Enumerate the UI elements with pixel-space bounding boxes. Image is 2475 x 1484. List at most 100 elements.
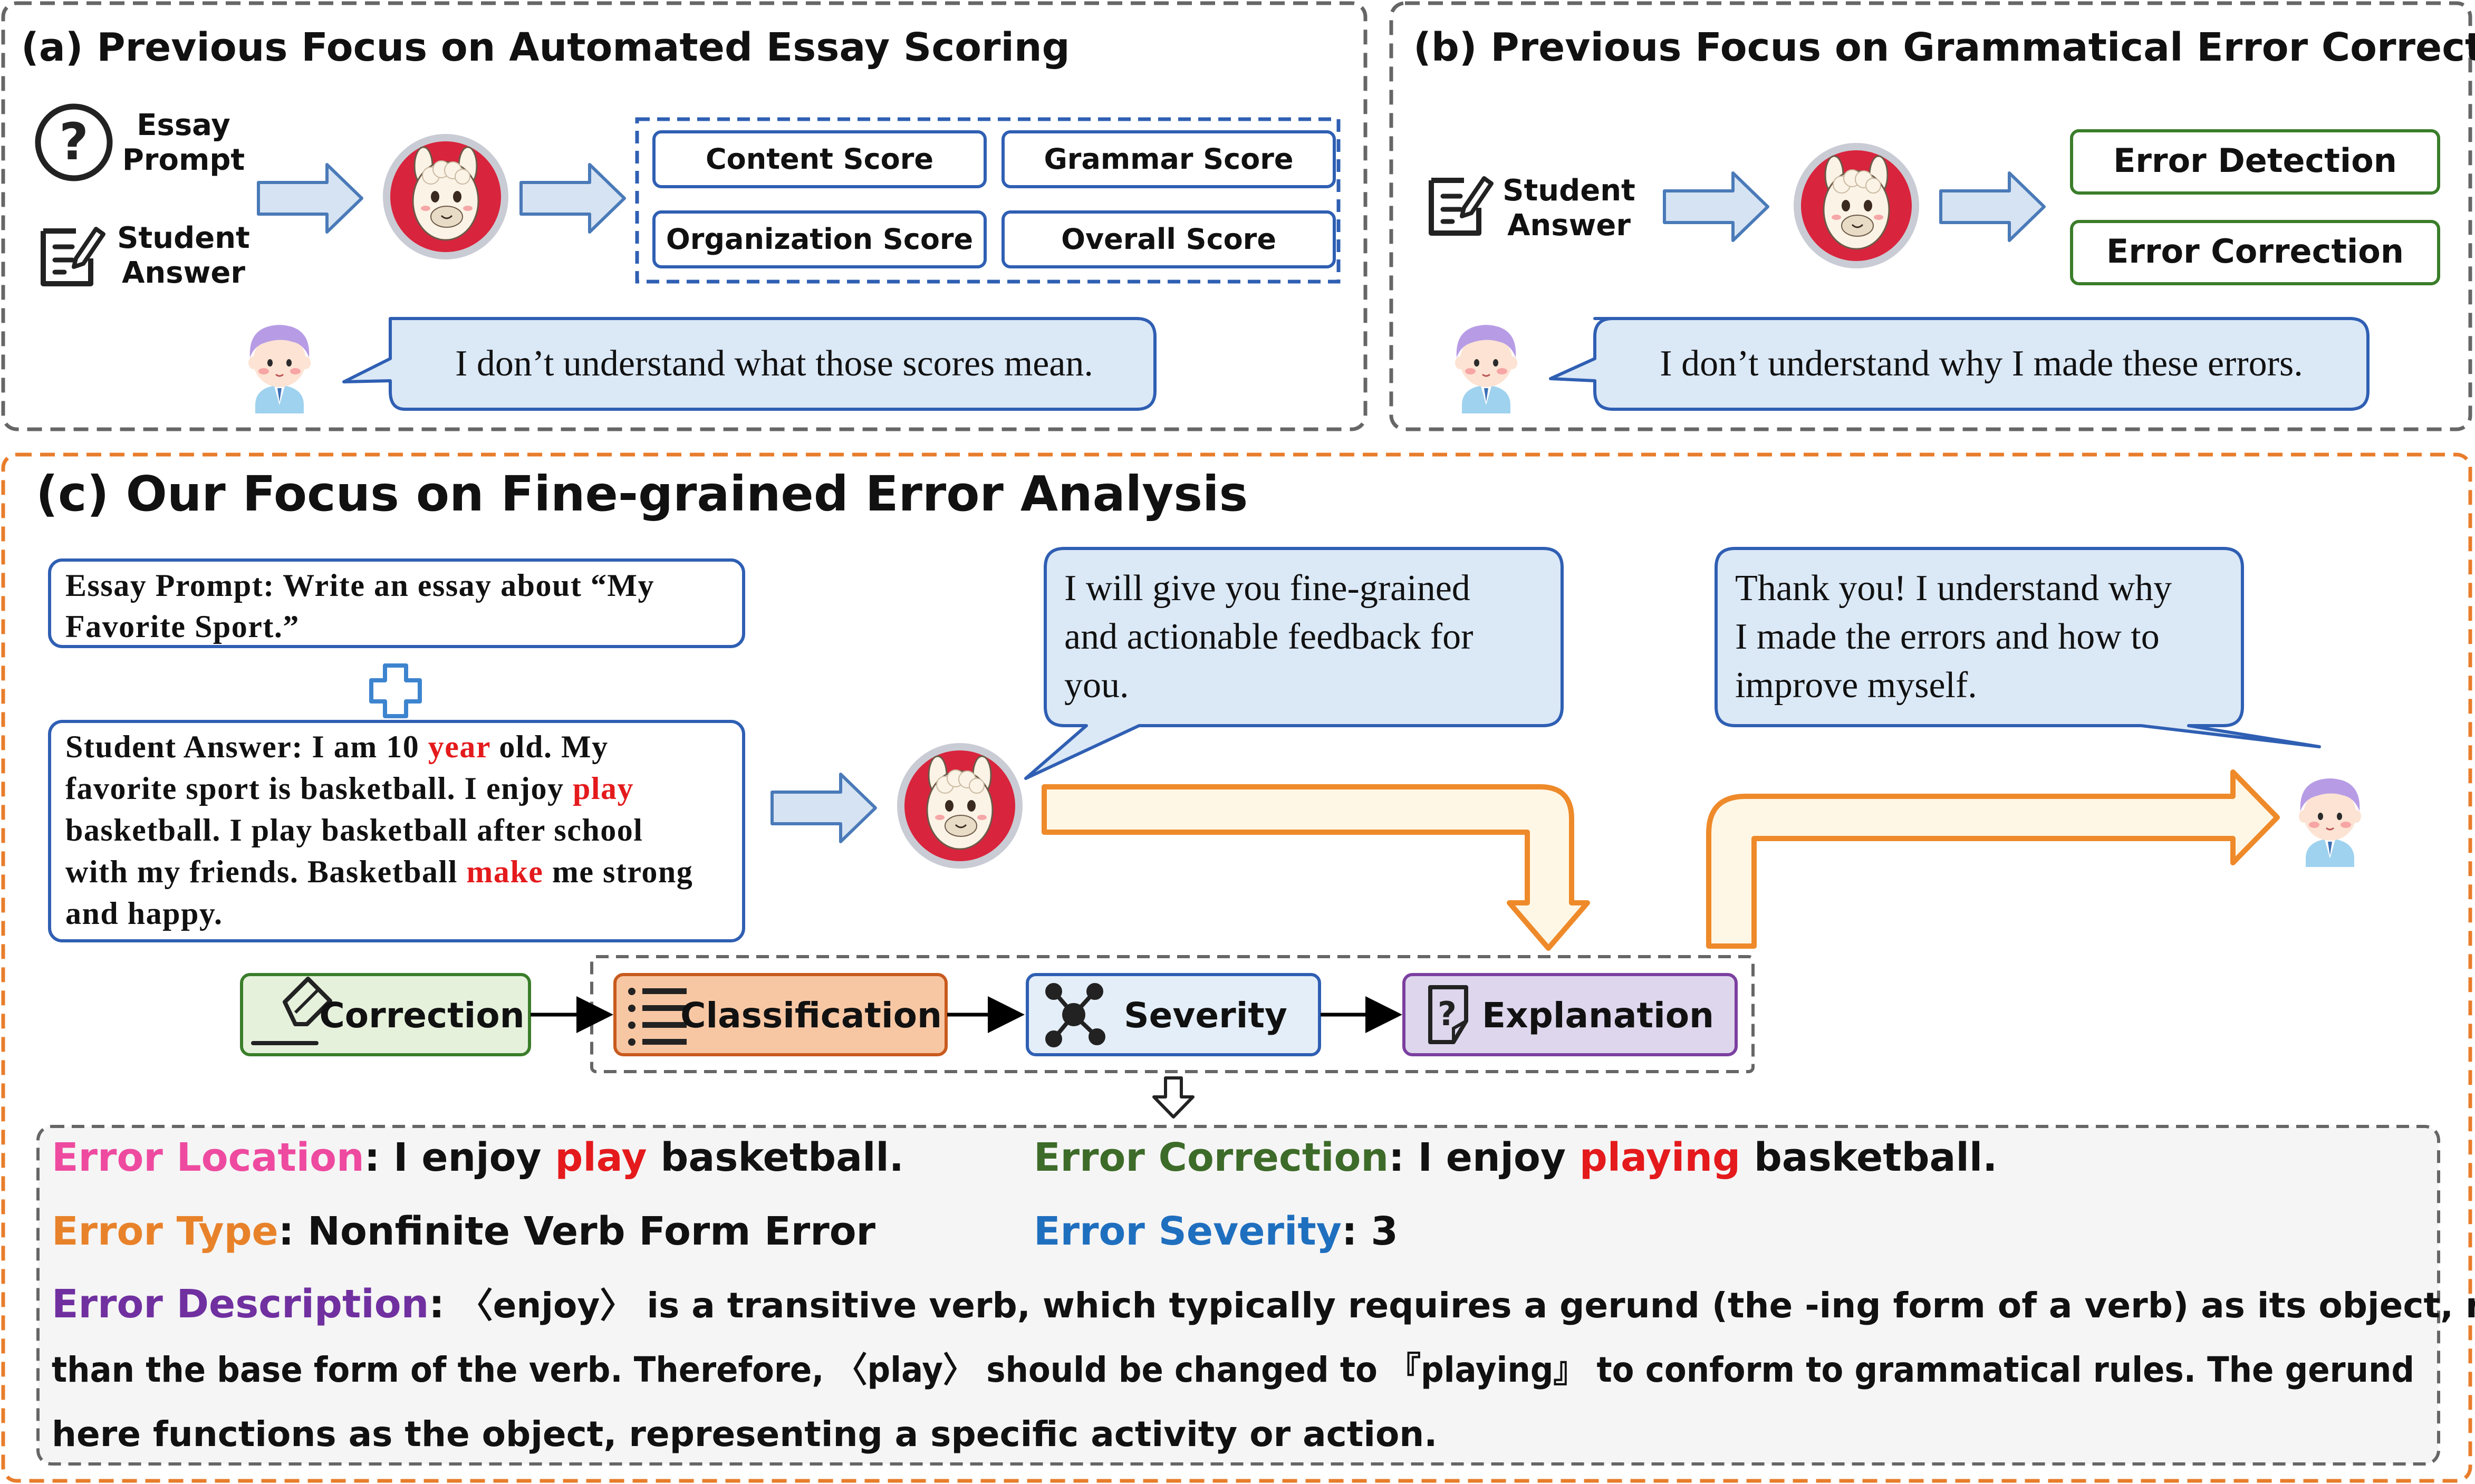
pipeline-step-correction: Correction: [240, 973, 531, 1056]
panel-a-student-label-2: Answer: [122, 256, 245, 290]
student-answer-line: and happy.: [65, 896, 223, 931]
student-answer-text: Student Answer: I am 10 year old. My favo…: [65, 729, 693, 931]
svg-text:?: ?: [1438, 995, 1457, 1033]
answer-text: Student Answer: I am 10: [65, 729, 428, 764]
error-correction-row: Error Correction: I enjoy playing basket…: [1034, 1135, 1997, 1180]
score-box-content: Content Score: [652, 130, 987, 188]
answer-text: with my friends. Basketball: [65, 854, 466, 889]
error-severity-row: Error Severity: 3: [1034, 1209, 1398, 1254]
panel-a-speech: I don’t understand what those scores mea…: [455, 343, 1093, 384]
error-location-label: Error Location: [52, 1135, 364, 1180]
model-speech-bubble: [1024, 547, 1564, 780]
score-label: Grammar Score: [1044, 142, 1293, 176]
answer-text: and happy.: [65, 896, 223, 931]
list-icon: [628, 988, 687, 1046]
score-group: [635, 117, 1341, 284]
student-answer-icon: [43, 229, 103, 284]
orange-arrow-to-student: [1706, 769, 2280, 949]
panel-a-speech-bubble: [342, 317, 1157, 411]
score-label: Overall Score: [1061, 223, 1276, 256]
error-word: year: [428, 729, 490, 764]
panel-b-frame: [1389, 1, 2472, 431]
svg-text:?: ?: [59, 112, 89, 171]
pipeline-label: Explanation: [1482, 995, 1714, 1036]
error-word: make: [466, 854, 543, 889]
answer-text: basketball. I play basketball after scho…: [65, 813, 643, 847]
student-speech-line-2: I made the errors and how to: [1735, 616, 2160, 657]
pipeline-step-severity: Severity: [1026, 973, 1321, 1056]
panel-a-frame: [1, 1, 1367, 431]
score-box-grammar: Grammar Score: [1001, 130, 1336, 188]
model-speech-line-1: I will give you fine-grained: [1064, 568, 1470, 609]
question-icon: ?: [35, 103, 113, 181]
score-box-organization: Organization Score: [652, 210, 987, 268]
student-avatar: [247, 324, 312, 415]
student-answer-box: [48, 720, 745, 942]
correction-part-fixed: playing: [1580, 1135, 1740, 1180]
student-avatar: [2298, 777, 2362, 868]
model-speech-line-2: and actionable feedback for: [1064, 616, 1473, 657]
output-label: Error Correction: [2106, 232, 2404, 271]
error-severity-value: 3: [1371, 1209, 1398, 1254]
help-document-icon: ?: [1428, 985, 1468, 1044]
student-speech-line-1: Thank you! I understand why: [1735, 568, 2172, 609]
panel-b-title: (b) Previous Focus on Grammatical Error …: [1413, 25, 2475, 70]
panel-c-arrow-in: [771, 773, 877, 843]
model-speech-line-3: you.: [1064, 665, 1129, 706]
panel-b-student-label-1: Student: [1503, 174, 1635, 208]
error-description-line-1: 〈enjoy〉 is a transitive verb, which typi…: [458, 1285, 2475, 1326]
location-part-error: play: [555, 1135, 647, 1180]
answer-text: me strong: [543, 854, 693, 889]
error-location-row: Error Location: I enjoy play basketball.: [52, 1135, 904, 1180]
panel-b-speech: I don’t understand why I made these erro…: [1660, 343, 2303, 384]
student-speech-bubble: [1715, 547, 2321, 748]
student-answer-line: with my friends. Basketball make me stro…: [65, 854, 693, 889]
error-correction-label: Error Correction: [1034, 1135, 1389, 1180]
panel-a-essay-label-1: Essay: [137, 108, 230, 142]
panel-a-title: (a) Previous Focus on Automated Essay Sc…: [21, 25, 1070, 70]
student-answer-line: Student Answer: I am 10 year old. My: [65, 729, 609, 764]
network-icon: [1045, 983, 1105, 1047]
error-description-line-2: than the base form of the verb. Therefor…: [52, 1350, 2414, 1390]
down-arrow-icon: [1152, 1076, 1195, 1119]
pipeline-step-explanation: ? Explanation: [1402, 973, 1738, 1056]
student-answer-line: favorite sport is basketball. I enjoy pl…: [65, 771, 634, 806]
pipeline-label: Severity: [1124, 995, 1287, 1036]
error-description-label: Error Description: [52, 1281, 429, 1327]
eraser-icon: [251, 977, 332, 1045]
orange-arrow-to-pipeline: [1042, 784, 1590, 951]
result-box: [36, 1125, 2440, 1466]
error-type-row: Error Type: Nonfinite Verb Form Error: [52, 1209, 876, 1254]
student-answer-icon: [1431, 178, 1491, 233]
panel-a-arrow-out: [519, 163, 626, 234]
essay-prompt-line-1: Essay Prompt: Write an essay about “My: [65, 568, 654, 603]
panel-c-frame: [1, 452, 2472, 1483]
plus-icon: [369, 663, 422, 718]
error-word: play: [573, 771, 634, 806]
location-part: basketball.: [647, 1135, 904, 1180]
panel-b-arrow-out: [1939, 171, 2046, 242]
error-description-row: Error Description: 〈enjoy〉 is a transiti…: [52, 1281, 2475, 1327]
pipeline-step-classification: Classification: [613, 973, 948, 1056]
panel-a-student-label-1: Student: [117, 221, 250, 255]
llama-icon: [901, 747, 1019, 865]
error-type-value: Nonfinite Verb Form Error: [307, 1209, 875, 1254]
score-label: Organization Score: [666, 223, 973, 256]
answer-text: favorite sport is basketball. I enjoy: [65, 771, 573, 806]
panel-c-title: (c) Our Focus on Fine-grained Error Anal…: [36, 466, 1248, 522]
llama-icon: [387, 138, 505, 256]
output-box-correction: Error Correction: [2070, 220, 2440, 285]
student-avatar: [1454, 324, 1518, 415]
location-part: I enjoy: [393, 1135, 555, 1180]
student-speech-line-3: improve myself.: [1735, 665, 1977, 706]
correction-part: basketball.: [1740, 1135, 1997, 1180]
panel-b-speech-bubble: [1549, 317, 2370, 411]
score-box-overall: Overall Score: [1001, 210, 1336, 268]
llama-icon: [1797, 147, 1915, 265]
essay-prompt-line-2: Favorite Sport.”: [65, 609, 300, 644]
error-type-label: Error Type: [52, 1209, 278, 1254]
output-label: Error Detection: [2113, 141, 2397, 180]
student-answer-line: basketball. I play basketball after scho…: [65, 813, 643, 847]
